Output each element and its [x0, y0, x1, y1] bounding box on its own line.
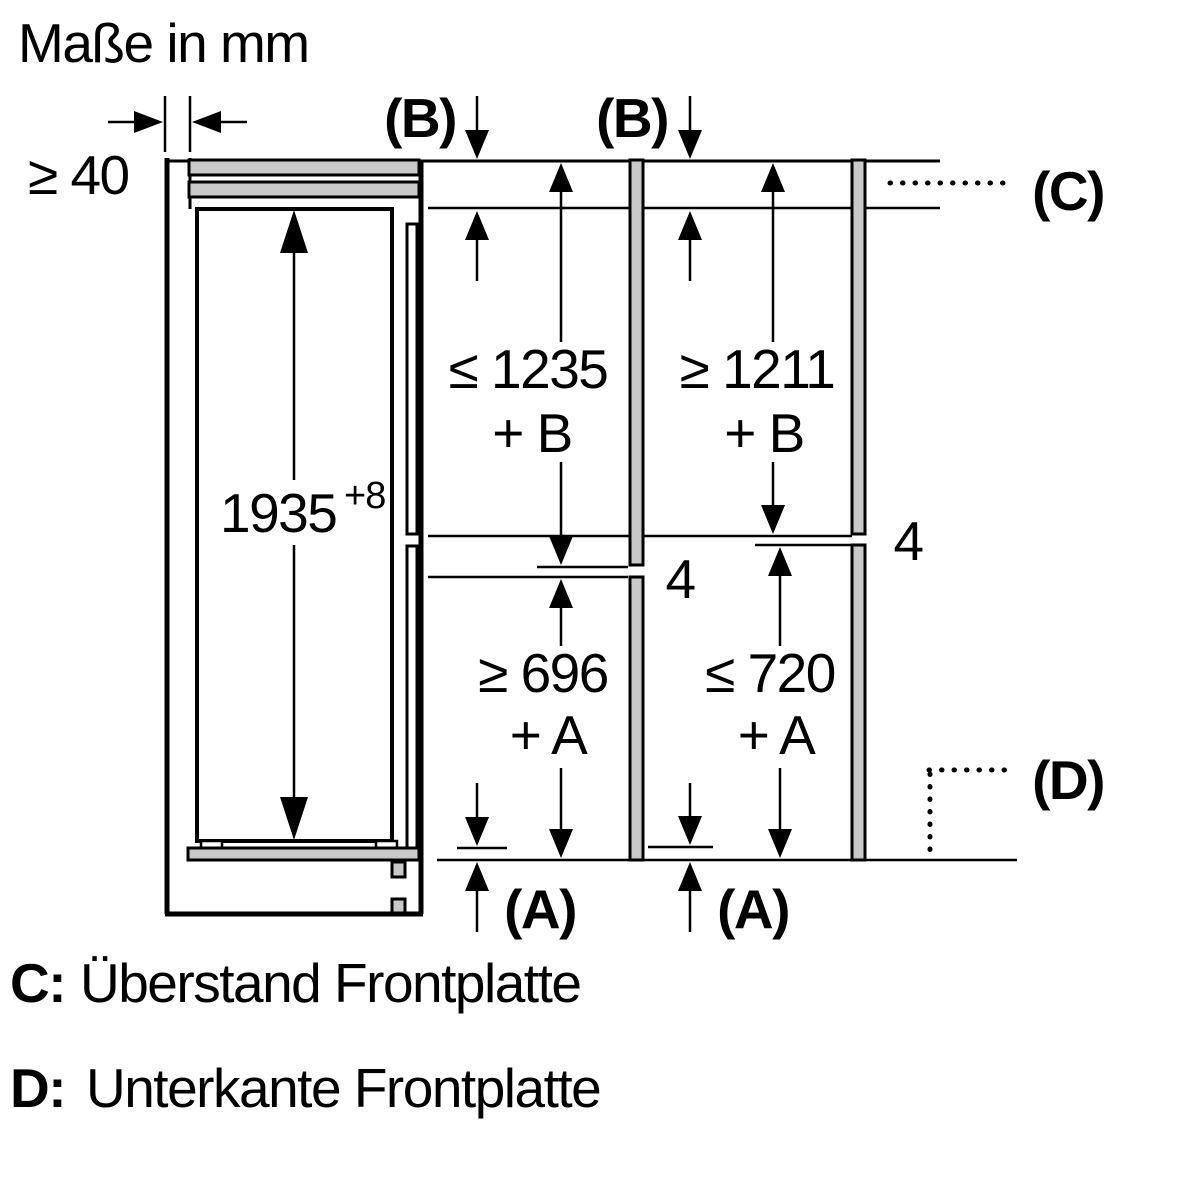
front-panel-right-lower	[850, 543, 867, 862]
dim-lower-left-value: ≥ 696	[478, 642, 608, 704]
arrow-down-icon	[465, 817, 489, 846]
arrow-down-icon	[768, 829, 792, 858]
arrow-down-icon	[761, 505, 785, 534]
arrow-up-icon	[678, 862, 702, 891]
b-overhang-dimension-right	[678, 96, 702, 281]
arrow-up-icon	[761, 163, 785, 192]
gap-right-panel-label: 4	[893, 510, 922, 572]
b-label-right: (B)	[596, 87, 668, 149]
arrow-down-icon	[280, 797, 308, 840]
arrow-up-icon	[465, 862, 489, 891]
dim-lower-right-suffix: + A	[738, 704, 816, 766]
arrow-left-icon	[192, 111, 221, 133]
dimension-lower-left	[549, 579, 573, 858]
dimension-upper-right	[761, 163, 785, 534]
dimension-lower-right	[768, 547, 792, 858]
mounting-block-upper	[390, 860, 407, 879]
dim-upper-right-value: ≥ 1211	[680, 338, 835, 400]
arrow-up-icon	[549, 579, 573, 608]
b-overhang-dimension-left	[465, 96, 489, 281]
legend-d: D: Unterkante Frontplatte	[10, 1057, 600, 1119]
appliance-door-upper	[405, 222, 419, 536]
legend-c-key: C:	[10, 952, 65, 1014]
b-label-left: (B)	[384, 87, 456, 149]
arrow-right-icon	[134, 111, 163, 133]
top-fixing-strip-2	[187, 180, 421, 199]
arrow-down-icon	[678, 816, 702, 845]
mounting-block-lower	[390, 897, 407, 915]
niche-height-label: 1935	[220, 482, 336, 544]
arrow-up-icon	[549, 163, 573, 192]
arrow-down-icon	[549, 829, 573, 858]
dim-lower-left-suffix: + A	[510, 704, 588, 766]
gap-middle-panel-label: 4	[665, 548, 694, 610]
front-panel-middle-upper	[628, 158, 645, 567]
arrow-up-icon	[280, 210, 308, 253]
arrow-down-icon	[549, 536, 573, 565]
dim-upper-left-suffix: + B	[492, 402, 572, 464]
a-bottom-dimension-right	[678, 783, 702, 932]
arrow-down-icon	[465, 130, 489, 159]
a-label-right: (A)	[717, 878, 789, 940]
front-panel-middle-lower	[628, 575, 645, 862]
plinth-cover	[186, 846, 421, 862]
arrow-up-icon	[678, 211, 702, 240]
niche-height-tolerance-label: +8	[344, 475, 385, 517]
top-fixing-strip-1	[187, 158, 421, 177]
page-title: Maße in mm	[18, 12, 309, 74]
a-bottom-dimension-left	[465, 783, 489, 932]
front-panel-right-upper	[850, 158, 867, 536]
legend-d-key: D:	[10, 1057, 65, 1119]
niche-height-dimension	[280, 210, 308, 840]
dim-upper-right-suffix: + B	[724, 402, 804, 464]
arrow-up-icon	[465, 211, 489, 240]
dimension-upper-left	[549, 163, 573, 565]
dim-lower-right-value: ≤ 720	[705, 642, 835, 704]
legend-c: C:Überstand Frontplatte	[10, 952, 580, 1014]
legend-d-text: Unterkante Frontplatte	[86, 1057, 600, 1119]
a-label-left: (A)	[504, 878, 576, 940]
legend-c-text: Überstand Frontplatte	[80, 952, 580, 1014]
c-label: (C)	[1032, 160, 1104, 222]
arrow-up-icon	[768, 547, 792, 576]
min-wall-gap-label: ≥ 40	[28, 144, 129, 206]
appliance-door-lower	[405, 544, 419, 850]
arrow-down-icon	[678, 130, 702, 159]
min-wall-gap-dimension	[108, 96, 247, 152]
dim-upper-left-value: ≤ 1235	[449, 338, 608, 400]
d-label: (D)	[1032, 749, 1104, 811]
